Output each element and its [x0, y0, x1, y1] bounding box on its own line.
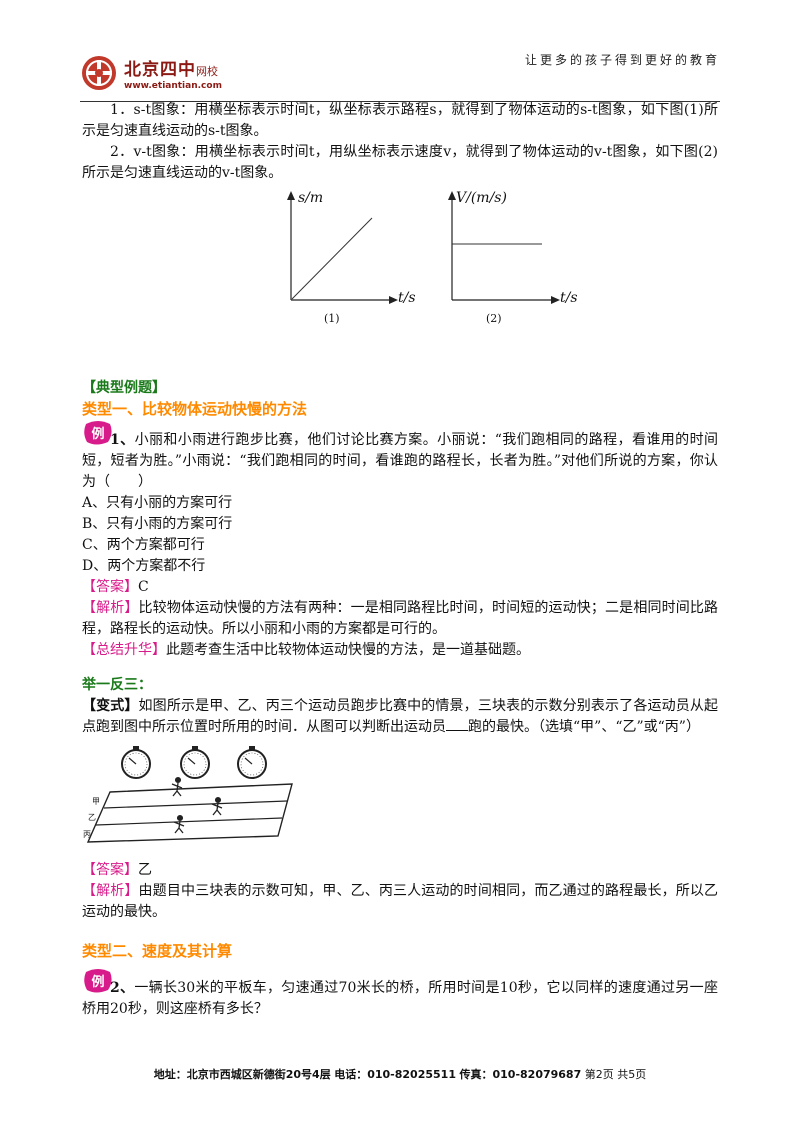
answer-variant-value: 乙 [138, 862, 152, 878]
stopwatch-3-icon [237, 746, 267, 779]
typical-examples-heading: 【典型例题】 [82, 380, 166, 396]
runner-1-icon [171, 776, 183, 797]
motion-graphs-figure: s/m t/s (1) V/(m/s) t/s (2) [82, 188, 718, 348]
st-graph-caption: (1) [324, 312, 340, 325]
race-illustration: 甲 乙 丙 [83, 746, 293, 843]
summary-1-label: 【总结升华】 [82, 642, 166, 658]
intro-paragraph-1: 1．s-t图象：用横坐标表示时间t，纵坐标表示路程s，就得到了物体运动的s-t图… [82, 102, 718, 139]
page-footer: 地址：北京市西城区新德街20号4层 电话：010-82025511 传真：010… [0, 1066, 800, 1082]
footer-fax: 传真：010-82079687 [459, 1068, 582, 1081]
variant-text-a: 如图所示是甲、乙、丙三个运动员跑步比赛中的情景，三块表的示数分别表示了各运动员从… [82, 698, 718, 735]
intro-paragraph-2: 2．v-t图象：用横坐标表示时间t，用纵坐标表示速度v，就得到了物体运动的v-t… [82, 144, 718, 181]
analysis-variant-label: 【解析】 [82, 883, 139, 899]
footer-page: 第2页 [584, 1068, 614, 1081]
st-graph-y-label: s/m [298, 190, 324, 206]
variant-label: 【变式】 [82, 698, 139, 714]
variant-text-b: 跑的最快。（选填“甲”、“乙”或“丙”） [468, 719, 700, 735]
logo-url: www.etiantian.com [124, 81, 222, 91]
logo-emblem-icon [82, 56, 116, 90]
option-d: D、两个方案都不行 [82, 558, 206, 574]
example-badge-2-icon: 例 [84, 969, 112, 993]
option-a: A、只有小丽的方案可行 [82, 495, 233, 511]
analysis-1-label: 【解析】 [82, 600, 139, 616]
logo: 北京四中网校 www.etiantian.com [80, 54, 222, 92]
footer-phone: 电话：010-82025511 [334, 1068, 456, 1081]
st-graph [287, 191, 560, 304]
page-body: 1．s-t图象：用横坐标表示时间t，纵坐标表示路程s，就得到了物体运动的s-t图… [82, 100, 718, 1020]
stopwatch-2-icon [180, 746, 210, 779]
type-two-title: 类型二、速度及其计算 [82, 942, 233, 960]
logo-name: 北京四中 [124, 60, 196, 80]
example-badge-text: 例 [91, 426, 104, 442]
track-label-jia: 甲 [92, 797, 100, 806]
logo-suffix: 网校 [196, 65, 218, 78]
answer-blank [446, 717, 468, 731]
question-2-text: 一辆长30米的平板车，匀速通过70米长的桥，所用时间是10秒，它以同样的速度通过… [82, 980, 718, 1017]
answer-variant-label: 【答案】 [82, 862, 138, 878]
header-rule [80, 101, 720, 102]
runner-2-icon [211, 796, 223, 816]
analysis-1-text: 比较物体运动快慢的方法有两种：一是相同路程比时间，时间短的运动快；二是相同时间比… [82, 600, 718, 637]
option-b: B、只有小雨的方案可行 [82, 516, 233, 532]
st-graph-x-label: t/s [398, 290, 416, 306]
option-c: C、两个方案都可行 [82, 537, 205, 553]
vt-graph-caption: (2) [486, 312, 502, 325]
answer-1-value: C [138, 579, 149, 595]
slogan: 让更多的孩子得到更好的教育 [524, 53, 720, 67]
example-badge-icon: 例 [84, 421, 112, 445]
vt-graph-x-label: t/s [560, 290, 578, 306]
question-1-number: 1、 [110, 432, 135, 448]
page-header: 北京四中网校 www.etiantian.com 让更多的孩子得到更好的教育 [80, 40, 720, 105]
footer-total: 共5页 [617, 1068, 647, 1081]
vt-graph-y-label: V/(m/s) [456, 190, 507, 206]
analysis-variant-text: 由题目中三块表的示数可知，甲、乙、丙三人运动的时间相同，而乙通过的路程最长，所以… [82, 883, 718, 920]
example-badge-2-text: 例 [91, 974, 104, 990]
question-2-number: 2、 [110, 980, 135, 996]
summary-1-text: 此题考查生活中比较物体运动快慢的方法，是一道基础题。 [166, 642, 530, 658]
track-label-bing: 丙 [83, 830, 91, 839]
race-figure: 甲 乙 丙 [82, 744, 718, 848]
answer-1-label: 【答案】 [82, 579, 138, 595]
footer-address: 地址：北京市西城区新德街20号4层 [153, 1068, 331, 1081]
stopwatch-1-icon [121, 746, 151, 779]
question-1-text: 小丽和小雨进行跑步比赛，他们讨论比赛方案。小丽说：“我们跑相同的路程，看谁用的时… [82, 432, 718, 490]
runner-3-icon [173, 814, 185, 834]
variant-heading: 举一反三： [82, 677, 152, 693]
track-label-yi: 乙 [88, 813, 96, 822]
type-one-title: 类型一、比较物体运动快慢的方法 [82, 400, 308, 418]
